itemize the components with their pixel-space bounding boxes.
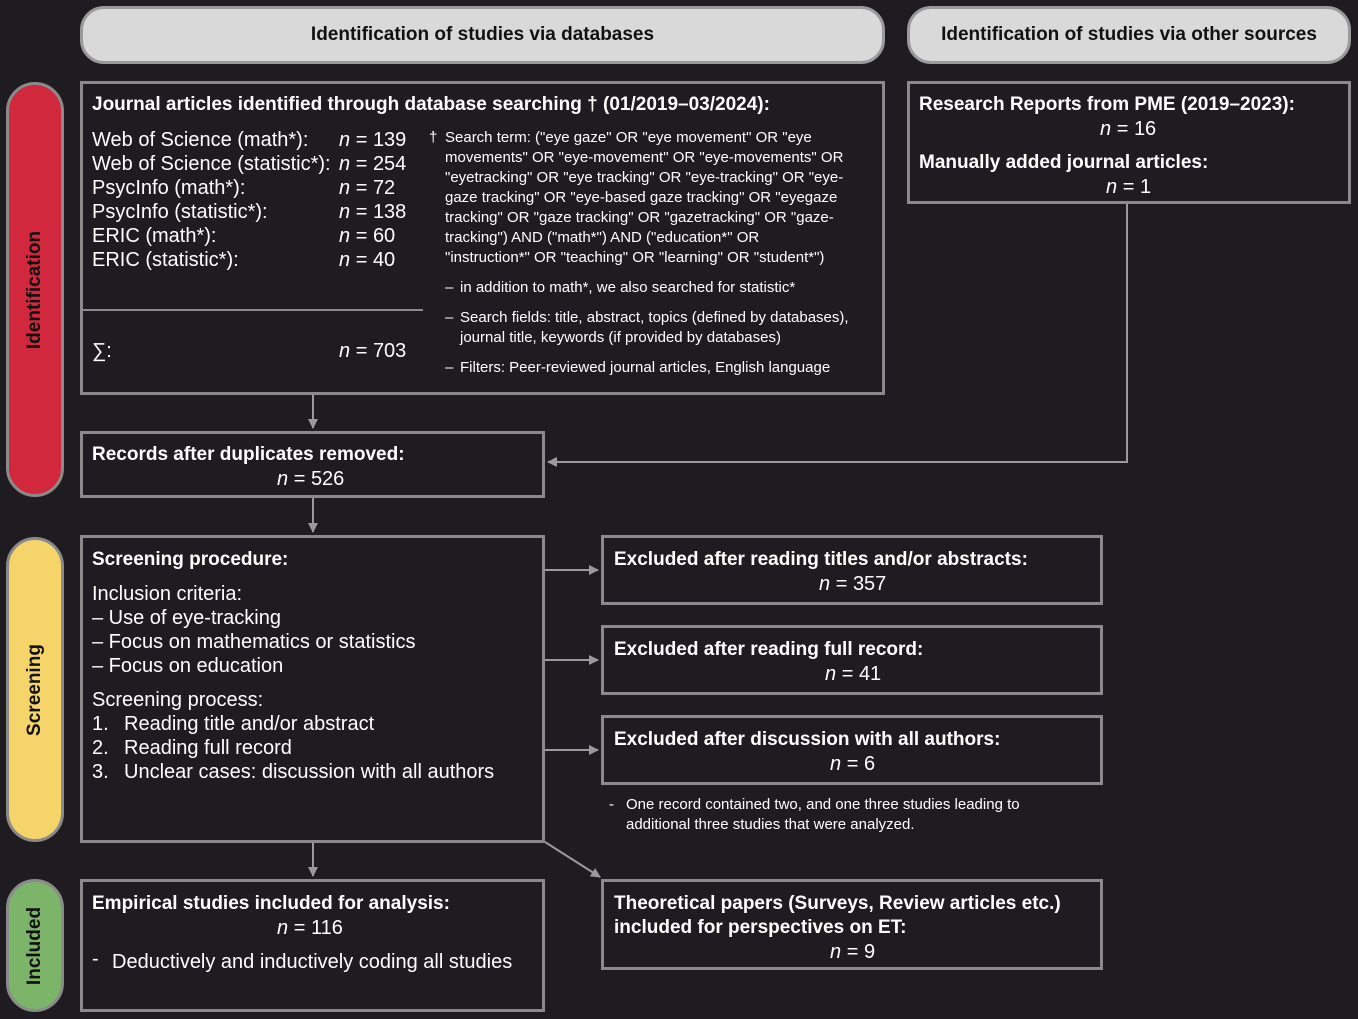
process-title: Screening process: <box>92 689 264 711</box>
db-row-label: ERIC (math*): <box>92 225 217 247</box>
criteria-item: – Focus on education <box>92 655 284 677</box>
excl1-title: Excluded after reading titles and/or abs… <box>614 549 1028 570</box>
excluded-discussion-box: Excluded after discussion with all autho… <box>601 715 1103 785</box>
phase-screening-label: Screening <box>24 643 45 736</box>
excl3-count: n = 6 <box>830 753 876 775</box>
included-note: Deductively and inductively coding all s… <box>112 951 513 973</box>
dup-count: n = 526 <box>277 468 345 490</box>
dup-title: Records after duplicates removed: <box>92 444 405 465</box>
db-row-count: n = 72 <box>339 177 396 199</box>
duplicates-removed-box: Records after duplicates removed: n = 52… <box>80 431 545 498</box>
theory-count: n = 9 <box>830 941 876 963</box>
process-step: Reading title and/or abstract <box>124 713 375 735</box>
criteria-item: – Use of eye-tracking <box>92 607 281 629</box>
included-studies-box: Empirical studies included for analysis:… <box>80 879 545 1012</box>
process-num: 2. <box>92 737 109 759</box>
note-fields-line: Search fields: title, abstract, topics (… <box>460 309 849 326</box>
process-step: Unclear cases: discussion with all autho… <box>124 761 495 783</box>
header-other-sources: Identification of studies via other sour… <box>907 6 1351 64</box>
note-dash: – <box>445 359 454 376</box>
search-term-line: gaze tracking" OR "eye-based gaze tracki… <box>445 189 838 206</box>
phase-screening: Screening <box>6 537 64 842</box>
manual-title: Manually added journal articles: <box>919 152 1209 173</box>
note-fields-line: journal title, keywords (if provided by … <box>460 329 781 346</box>
screening-title: Screening procedure: <box>92 549 289 570</box>
theory-line: included for perspectives on ET: <box>614 917 907 938</box>
db-row-count: n = 138 <box>339 201 407 223</box>
excl3-title: Excluded after discussion with all autho… <box>614 729 1001 750</box>
db-row-count: n = 139 <box>339 129 407 151</box>
process-step: Reading full record <box>124 737 292 759</box>
included-count: n = 116 <box>277 917 343 939</box>
header-other-label: Identification of studies via other sour… <box>941 24 1317 45</box>
search-term-line: "eyetracking" OR "eye tracking" OR "eye-… <box>445 169 844 186</box>
sum-label: ∑: <box>92 340 112 362</box>
criteria-item: – Focus on mathematics or statistics <box>92 631 416 653</box>
db-row-label: PsycInfo (math*): <box>92 177 246 199</box>
excl-note-dash: - <box>609 796 614 813</box>
sum-divider <box>83 309 423 311</box>
phase-identification-label: Identification <box>24 230 46 349</box>
phase-included: Included <box>6 879 64 1012</box>
db-row-count: n = 40 <box>339 249 396 271</box>
db-row-count: n = 60 <box>339 225 396 247</box>
excluded-titles-box: Excluded after reading titles and/or abs… <box>601 535 1103 605</box>
note-statistic: in addition to math*, we also searched f… <box>460 279 796 296</box>
excl2-title: Excluded after reading full record: <box>614 639 924 660</box>
arrow-other-to-dup <box>547 204 1128 467</box>
sum-count: n = 703 <box>339 340 407 362</box>
db-row-label: Web of Science (math*): <box>92 129 309 151</box>
db-box-title: Journal articles identified through data… <box>92 94 770 115</box>
included-title: Empirical studies included for analysis: <box>92 893 450 914</box>
search-term-line: tracking" OR "gaze tracking" OR "gazetra… <box>445 209 834 226</box>
database-search-box: Journal articles identified through data… <box>80 81 885 395</box>
excl2-count: n = 41 <box>825 663 882 685</box>
excluded-full-record-box: Excluded after reading full record: n = … <box>601 625 1103 695</box>
excl1-count: n = 357 <box>819 573 887 595</box>
excl-note-line: additional three studies that were analy… <box>626 816 915 833</box>
manual-count: n = 1 <box>1106 176 1152 198</box>
pme-count: n = 16 <box>1100 118 1157 140</box>
theoretical-papers-box: Theoretical papers (Surveys, Review arti… <box>601 879 1103 970</box>
pme-title: Research Reports from PME (2019–2023): <box>919 94 1295 115</box>
included-dash: - <box>92 948 99 970</box>
search-term-line: "instruction*" OR "teaching" OR "learnin… <box>445 249 825 266</box>
search-term-line: movements" OR "eye-movement" OR "eye-mov… <box>445 149 844 166</box>
theory-line: Theoretical papers (Surveys, Review arti… <box>614 893 1061 914</box>
phase-included-label: Included <box>24 906 45 985</box>
db-row-count: n = 254 <box>339 153 407 175</box>
note-filters: Filters: Peer-reviewed journal articles,… <box>460 359 831 376</box>
db-row-label: PsycInfo (statistic*): <box>92 201 268 223</box>
screening-procedure-box: Screening procedure: Inclusion criteria:… <box>80 535 545 843</box>
process-num: 1. <box>92 713 109 735</box>
db-row-label: ERIC (statistic*): <box>92 249 239 271</box>
note-dash: – <box>445 309 454 326</box>
excl-note-line: One record contained two, and one three … <box>626 796 1020 813</box>
search-term-line: tracking") AND ("math*") AND ("education… <box>445 229 760 246</box>
criteria-title: Inclusion criteria: <box>92 583 243 605</box>
process-num: 3. <box>92 761 109 783</box>
phase-identification: Identification <box>6 82 64 497</box>
db-row-label: Web of Science (statistic*): <box>92 153 331 175</box>
note-dash: – <box>445 279 454 296</box>
header-databases-label: Identification of studies via databases <box>310 24 655 45</box>
search-term-line: Search term: ("eye gaze" OR "eye movemen… <box>445 129 812 146</box>
arrow-screen-to-theory <box>544 841 601 878</box>
dagger-mark: † <box>429 129 438 146</box>
other-sources-box: Research Reports from PME (2019–2023): n… <box>907 81 1351 204</box>
header-databases: Identification of studies via databases <box>80 6 885 64</box>
